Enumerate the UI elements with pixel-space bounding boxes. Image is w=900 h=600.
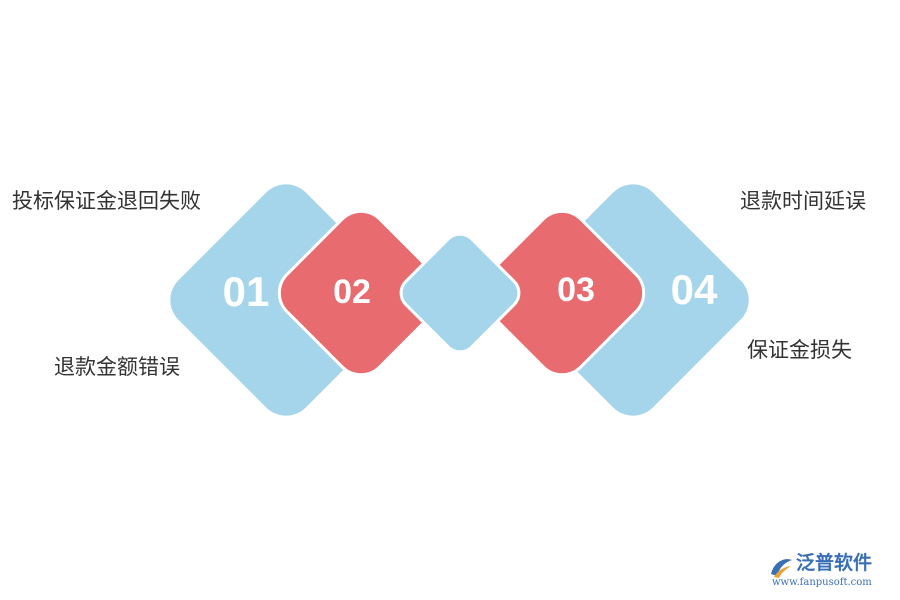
label-02: 退款金额错误 — [54, 355, 180, 379]
logo-icon — [771, 559, 792, 578]
brand-logo: 泛普软件 www.fanpusoft.com — [768, 552, 893, 592]
label-04: 保证金损失 — [747, 338, 852, 362]
number-01: 01 — [222, 268, 270, 315]
label-01: 投标保证金退回失败 — [12, 189, 201, 213]
number-03: 03 — [557, 271, 595, 309]
label-03: 退款时间延误 — [740, 189, 866, 213]
logo-url: www.fanpusoft.com — [772, 577, 872, 588]
number-04: 04 — [670, 266, 718, 313]
logo-name: 泛普软件 — [796, 552, 873, 574]
diamond-center — [392, 225, 528, 361]
number-02: 02 — [333, 273, 371, 311]
